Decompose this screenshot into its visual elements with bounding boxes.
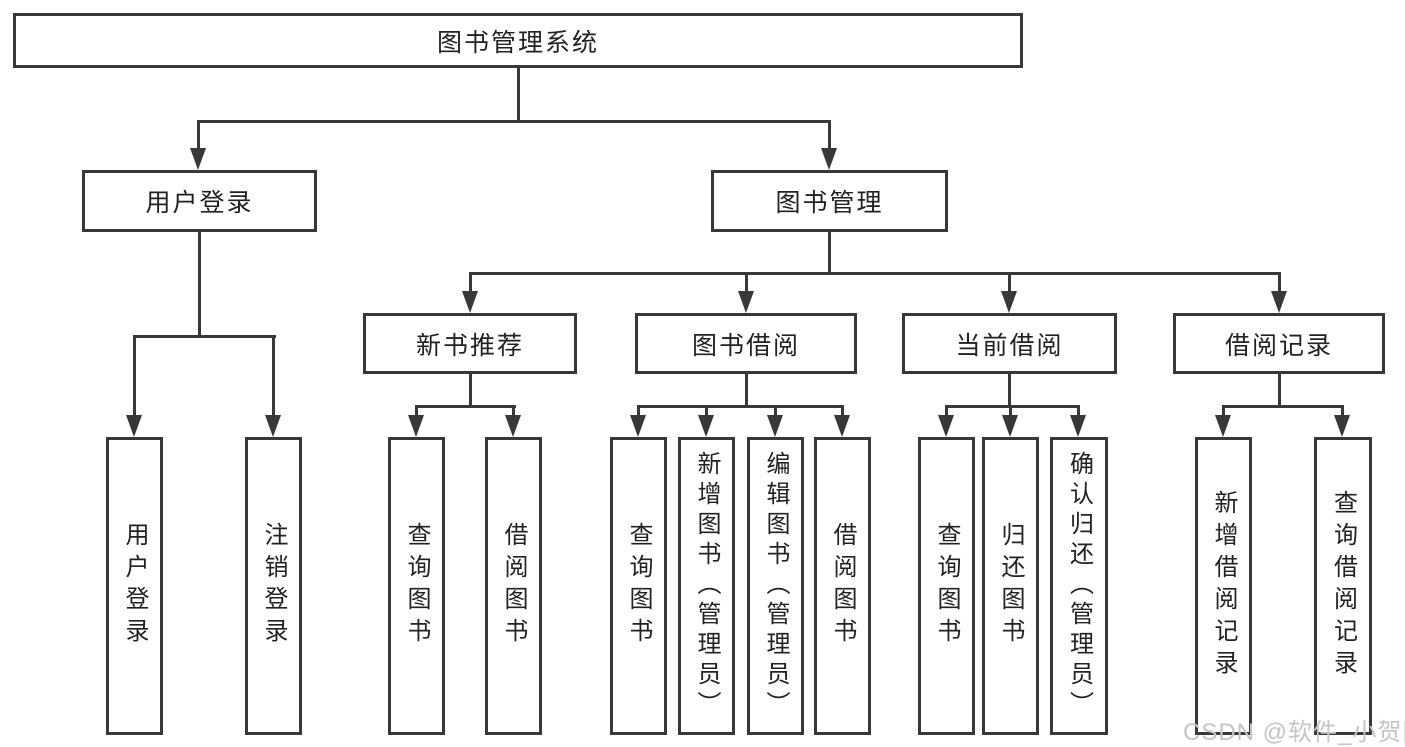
node-new-books: 新书推荐	[363, 313, 577, 374]
connector-line	[1222, 405, 1225, 418]
leaf-current-return: 归还图书	[982, 437, 1039, 735]
connector-line	[198, 230, 201, 337]
arrow-down-icon	[505, 415, 521, 437]
connector-line	[841, 405, 844, 418]
connector-line	[945, 405, 948, 418]
connector-line	[945, 405, 1080, 408]
node-book-mgmt: 图书管理	[711, 170, 948, 232]
leaf-records-add: 新增借阅记录	[1195, 437, 1252, 735]
leaf-newbook-query: 查询图书	[388, 437, 445, 735]
connector-line	[272, 335, 275, 417]
leaf-borrow-add-admin: 新增图书（管理员）	[678, 437, 735, 735]
watermark: CSDN @软件_小贺同学	[1183, 719, 1405, 746]
node-current-borrow: 当前借阅	[902, 313, 1117, 374]
connector-line	[1278, 372, 1281, 407]
connector-line	[637, 405, 640, 418]
connector-line	[469, 272, 1281, 275]
connector-line	[415, 405, 418, 418]
connector-line	[1009, 405, 1012, 418]
connector-line	[1077, 405, 1080, 418]
arrow-down-icon	[1334, 415, 1350, 437]
arrow-down-icon	[1070, 415, 1086, 437]
connector-line	[133, 335, 276, 338]
connector-line	[637, 405, 844, 408]
arrow-down-icon	[1271, 291, 1287, 313]
leaf-borrow-borrow: 借阅图书	[814, 437, 871, 735]
connector-line	[197, 120, 831, 123]
connector-line	[133, 335, 136, 417]
leaf-user-login: 用户登录	[106, 437, 163, 735]
arrow-down-icon	[190, 148, 206, 170]
arrow-down-icon	[462, 291, 478, 313]
arrow-down-icon	[834, 415, 850, 437]
connector-line	[745, 272, 748, 293]
arrow-down-icon	[767, 415, 783, 437]
node-root: 图书管理系统	[13, 13, 1023, 68]
connector-line	[469, 372, 472, 407]
leaf-records-query: 查询借阅记录	[1314, 437, 1372, 735]
connector-line	[415, 405, 516, 408]
node-book-borrow: 图书借阅	[635, 313, 857, 374]
connector-line	[745, 372, 748, 407]
arrow-down-icon	[1215, 415, 1231, 437]
connector-line	[197, 120, 200, 150]
leaf-current-confirm-admin: 确认归还（管理员）	[1050, 437, 1108, 735]
connector-line	[512, 405, 515, 418]
connector-line	[1278, 272, 1281, 293]
connector-line	[828, 120, 831, 150]
connector-line	[705, 405, 708, 418]
arrow-down-icon	[1002, 415, 1018, 437]
arrow-down-icon	[408, 415, 424, 437]
connector-line	[469, 272, 472, 293]
leaf-borrow-query: 查询图书	[610, 437, 667, 735]
arrow-down-icon	[821, 148, 837, 170]
connector-line	[774, 405, 777, 418]
connector-line	[1008, 372, 1011, 407]
leaf-current-query: 查询图书	[918, 437, 975, 735]
arrow-down-icon	[738, 291, 754, 313]
connector-line	[1341, 405, 1344, 418]
arrow-down-icon	[938, 415, 954, 437]
arrow-down-icon	[265, 415, 281, 437]
connector-line	[517, 67, 520, 122]
connector-line	[1008, 272, 1011, 293]
arrow-down-icon	[698, 415, 714, 437]
leaf-logout: 注销登录	[245, 437, 302, 735]
node-borrow-records: 借阅记录	[1173, 313, 1385, 374]
node-user-login: 用户登录	[82, 170, 317, 232]
leaf-newbook-borrow: 借阅图书	[485, 437, 542, 735]
arrow-down-icon	[630, 415, 646, 437]
leaf-borrow-edit-admin: 编辑图书（管理员）	[747, 437, 804, 735]
connector-line	[1222, 405, 1344, 408]
arrow-down-icon	[126, 415, 142, 437]
arrow-down-icon	[1001, 291, 1017, 313]
connector-line	[828, 230, 831, 274]
